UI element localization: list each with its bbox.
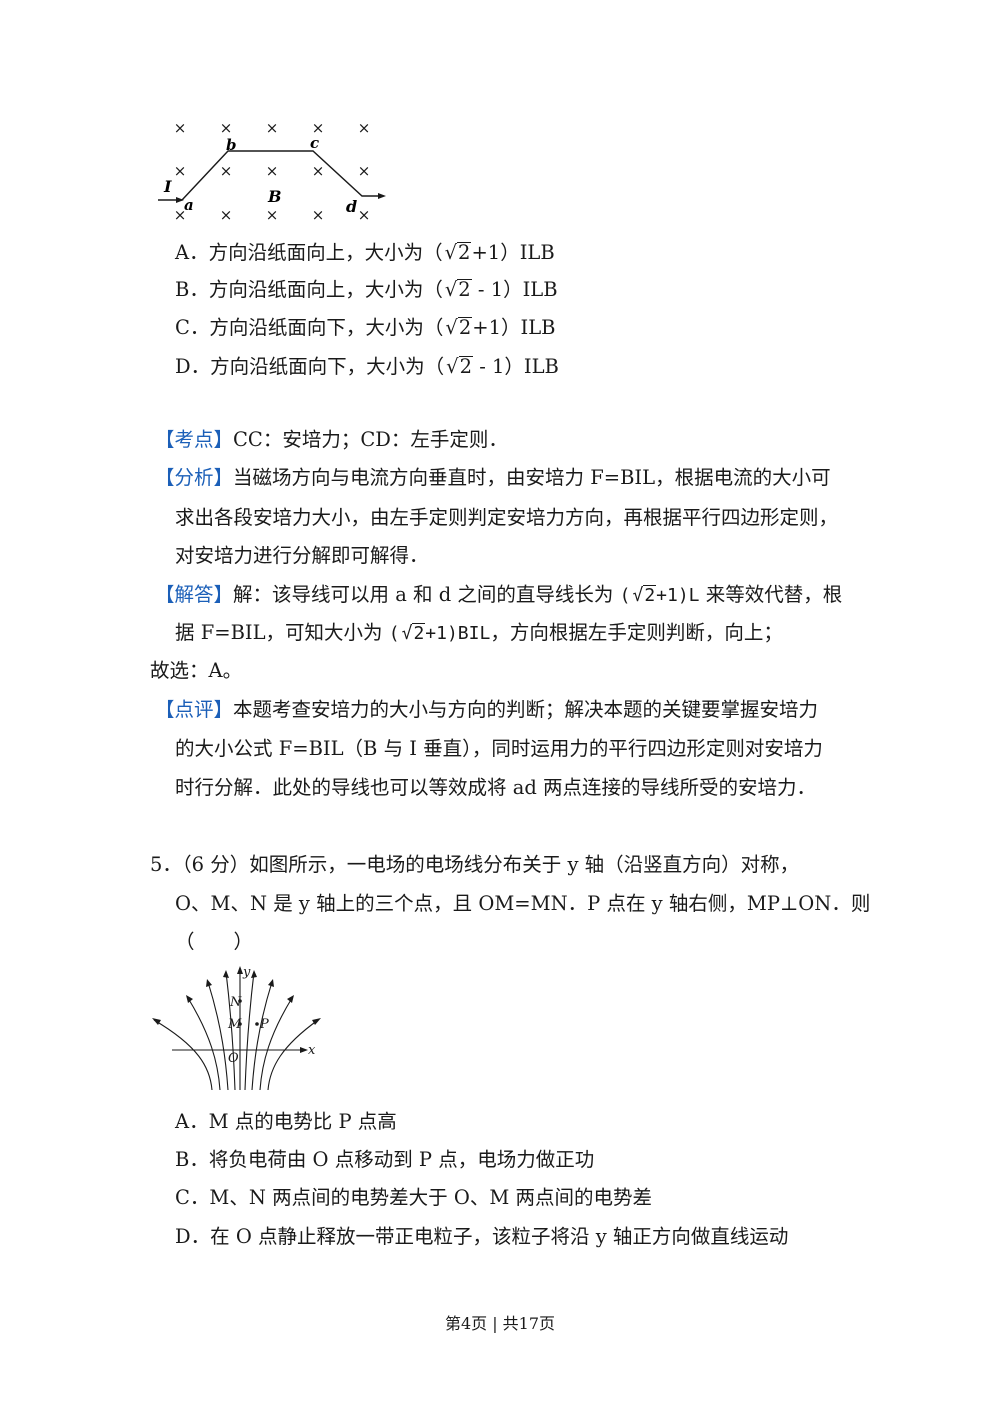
q5-option-d: D．在 O 点静止释放一带正电粒子，该粒子将沿 y 轴正方向做直线运动	[175, 1225, 789, 1248]
dianping-line-1: 【点评】本题考查安培力的大小与方向的判断；解决本题的关键要掌握安培力	[155, 697, 818, 723]
jieda-text-1a: 解：该导线可以用 a 和 d 之间的直导线长为	[233, 583, 614, 606]
current-arrow-in	[176, 197, 184, 203]
fenxi-tag: 【分析】	[155, 466, 234, 489]
guxuan-line: 故选：A。	[150, 659, 243, 682]
label-I: I	[163, 177, 172, 196]
label-P: P	[259, 1017, 269, 1032]
dianping-line-2: 的大小公式 F=BIL（B 与 I 垂直），同时运用力的平行四边形定则对安培力	[175, 737, 823, 760]
dianping-line-3: 时行分解．此处的导线也可以等效成将 ad 两点连接的导线所受的安培力．	[175, 776, 817, 799]
jieda-line-1: 【解答】解：该导线可以用 a 和 d 之间的直导线长为 (√2+1)L 来等效代…	[155, 582, 842, 609]
field-cross-2-2: ×	[266, 206, 279, 224]
jieda-expr-2: (√2+1)BIL	[389, 623, 490, 644]
kaodian-tag: 【考点】	[155, 428, 234, 451]
field-cross-0-3: ×	[312, 119, 325, 137]
q4-option-b: B．方向沿纸面向上，大小为（√2 - 1）ILB	[175, 278, 558, 301]
jieda-line-2: 据 F=BIL，可知大小为 (√2+1)BIL，方向根据左手定则判断，向上；	[175, 620, 783, 647]
q5-stem-3: （ ）	[175, 930, 254, 953]
label-b: b	[226, 136, 237, 154]
jieda-text-2b: ，方向根据左手定则判断，向上；	[490, 621, 783, 644]
field-cross-2-3: ×	[312, 206, 325, 224]
fenxi-line-1: 【分析】当磁场方向与电流方向垂直时，由安培力 F=BIL，根据电流的大小可	[155, 465, 831, 491]
field-cross-1-4: ×	[358, 162, 371, 180]
field-cross-1-0: ×	[174, 162, 187, 180]
field-cross-2-4: ×	[358, 206, 371, 224]
q4-option-d: D．方向沿纸面向下，大小为（√2 - 1）ILB	[175, 355, 559, 378]
fenxi-line-2: 求出各段安培力大小，由左手定则判定安培力方向，再根据平行四边形定则，	[175, 506, 839, 529]
q5-stem-1: 5．（6 分）如图所示，一电场的电场线分布关于 y 轴（沿竖直方向）对称，	[150, 853, 800, 876]
label-x: x	[308, 1043, 316, 1058]
field-cross-0-0: ×	[174, 119, 187, 137]
label-N: N	[229, 995, 242, 1010]
label-a: a	[184, 196, 194, 214]
field-cross-1-1: ×	[220, 162, 233, 180]
q5-stem-2: O、M、N 是 y 轴上的三个点，且 OM=MN．P 点在 y 轴右侧，MP⊥O…	[175, 892, 871, 915]
sqrt-symbol: √2	[632, 585, 657, 606]
label-d: d	[346, 197, 357, 216]
electric-field-figure: y x N M P O	[152, 965, 321, 1091]
field-cross-0-1: ×	[220, 119, 233, 137]
kaodian-text: CC：安培力；CD：左手定则．	[233, 428, 508, 451]
q5-option-b: B．将负电荷由 O 点移动到 P 点，电场力做正功	[175, 1148, 595, 1171]
label-M: M	[227, 1017, 242, 1032]
magnetic-field-figure: × × × × × × × × × × × × × × × b c I a B d	[158, 119, 386, 224]
field-cross-0-4: ×	[358, 119, 371, 137]
dianping-text-1: 本题考查安培力的大小与方向的判断；解决本题的关键要掌握安培力	[233, 698, 819, 721]
jieda-text-1b: 来等效代替，根	[705, 583, 843, 606]
dianping-tag: 【点评】	[155, 698, 234, 721]
label-c: c	[310, 134, 319, 152]
field-cross-2-0: ×	[174, 206, 187, 224]
label-B: B	[267, 187, 282, 206]
fenxi-text-1: 当磁场方向与电流方向垂直时，由安培力 F=BIL，根据电流的大小可	[233, 466, 831, 489]
field-cross-0-2: ×	[266, 119, 279, 137]
kaodian-line: 【考点】CC：安培力；CD：左手定则．	[155, 427, 508, 453]
jieda-expr-1: (√2+1)L	[620, 585, 700, 606]
q5-option-c: C．M、N 两点间的电势差大于 O、M 两点间的电势差	[175, 1186, 652, 1209]
q4-option-c: C．方向沿纸面向下，大小为（√2+1）ILB	[175, 316, 556, 339]
field-cross-1-2: ×	[266, 162, 279, 180]
sqrt-symbol: √2	[444, 278, 472, 301]
sqrt-symbol: √2	[444, 241, 472, 264]
page-footer: 第4页 | 共17页	[444, 1314, 556, 1333]
sqrt-symbol: √2	[401, 623, 426, 644]
q4-option-a: A．方向沿纸面向上，大小为（√2+1）ILB	[175, 241, 555, 264]
jieda-text-2a: 据 F=BIL，可知大小为	[175, 621, 383, 644]
sqrt-symbol: √2	[445, 316, 473, 339]
fenxi-line-3: 对安培力进行分解即可解得．	[175, 544, 429, 567]
label-O: O	[228, 1051, 239, 1066]
jieda-tag: 【解答】	[155, 583, 234, 606]
label-y: y	[242, 965, 251, 980]
sqrt-symbol: √2	[446, 355, 473, 378]
q5-option-a: A．M 点的电势比 P 点高	[175, 1110, 397, 1133]
field-cross-1-3: ×	[312, 162, 325, 180]
current-arrow-out	[378, 193, 386, 199]
field-cross-2-1: ×	[220, 206, 233, 224]
